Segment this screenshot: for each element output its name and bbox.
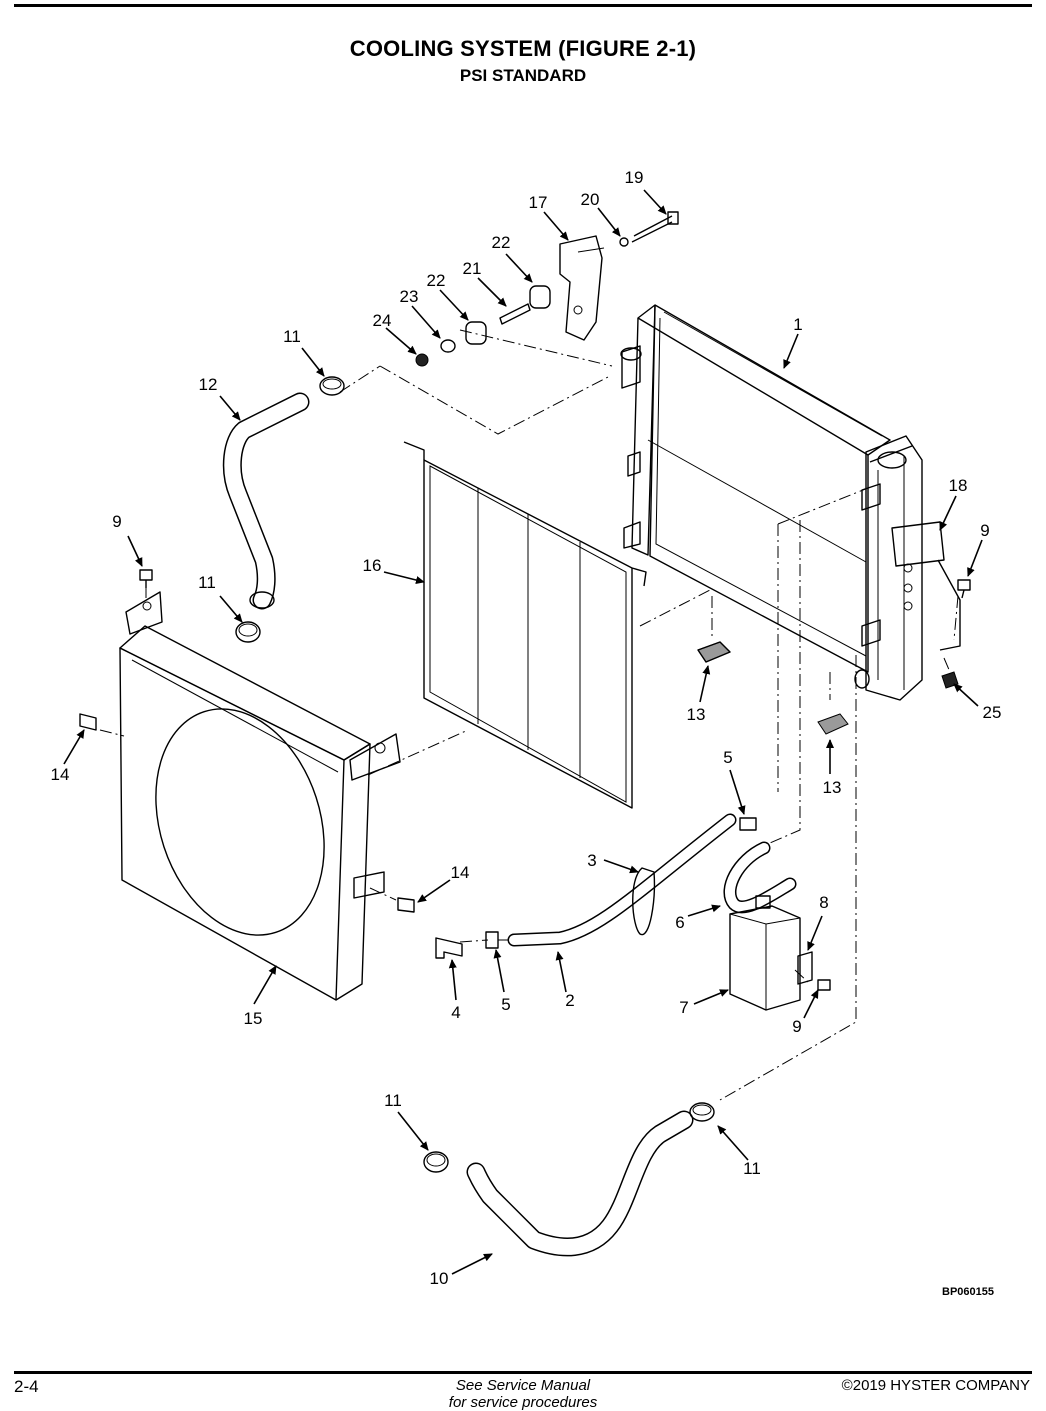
foam-pad-14-b	[397, 897, 415, 913]
copyright: ©2019 HYSTER COMPANY	[841, 1377, 1030, 1394]
assembly-lines	[99, 329, 959, 1101]
top-rule	[14, 4, 1032, 7]
fitting-5-lower	[485, 931, 499, 949]
callout-2: 2	[565, 991, 574, 1010]
bolt-9-c	[817, 979, 831, 991]
page-subtitle: PSI STANDARD	[459, 66, 587, 85]
callout-23: 23	[400, 287, 419, 306]
radiator	[620, 304, 961, 701]
callout-labels: 1 2 3 4 5 5 6 7 8 9 9 9 10 11 11 11 11 1…	[51, 168, 1002, 1288]
fitting-5-upper	[739, 817, 757, 831]
callout-9-tank: 9	[792, 1017, 801, 1036]
page-title: COOLING SYSTEM (FIGURE 2-1)	[349, 36, 697, 61]
callout-25: 25	[983, 703, 1002, 722]
callout-leaders	[63, 189, 983, 1275]
upper-radiator-hose	[222, 392, 310, 610]
callout-12: 12	[199, 375, 218, 394]
overflow-hose	[507, 813, 737, 947]
callout-1: 1	[793, 315, 802, 334]
foam-pad-14-a	[79, 713, 97, 731]
coolant-recovery-tank	[729, 895, 813, 1011]
bottom-rule	[14, 1371, 1032, 1374]
radiator-screen	[403, 441, 647, 809]
hose-clamp-11-d	[689, 1102, 715, 1122]
hose-clamp-11-a	[319, 376, 345, 396]
callout-7: 7	[679, 998, 688, 1017]
lower-radiator-hose	[466, 1110, 694, 1257]
callout-5-upper: 5	[723, 748, 732, 767]
fan-shroud	[119, 591, 401, 1001]
callout-14-right: 14	[451, 863, 470, 882]
callout-8: 8	[819, 893, 828, 912]
hose-clamp-11-c	[423, 1151, 449, 1173]
callout-14-left: 14	[51, 765, 70, 784]
callout-21: 21	[463, 259, 482, 278]
mount-pad-13-b	[817, 713, 849, 735]
footer-note-line2: for service procedures	[448, 1394, 598, 1411]
mount-pad-13-a	[697, 641, 731, 663]
callout-22-lower: 22	[427, 271, 446, 290]
mounting-bracket	[559, 235, 605, 341]
callout-11-lower-right: 11	[743, 1159, 761, 1178]
callout-24: 24	[373, 311, 392, 330]
tank-hose	[723, 841, 797, 914]
callout-4: 4	[451, 1003, 460, 1022]
callout-11-lower-left: 11	[384, 1091, 402, 1110]
callout-5-lower: 5	[501, 995, 510, 1014]
figure-code: BP060155	[942, 1286, 994, 1298]
callout-19: 19	[625, 168, 644, 187]
callout-9-right: 9	[980, 521, 989, 540]
callout-13-right: 13	[823, 778, 842, 797]
callout-13-left: 13	[687, 705, 706, 724]
footer-note-line1: See Service Manual	[455, 1377, 591, 1394]
callout-3: 3	[587, 851, 596, 870]
hose-clamp-11-b	[235, 621, 261, 643]
mount-hardware	[415, 211, 679, 367]
callout-22-upper: 22	[492, 233, 511, 252]
callout-17: 17	[529, 193, 548, 212]
callout-20: 20	[581, 190, 600, 209]
hose-clamp-3	[632, 867, 656, 936]
fitting-4	[435, 937, 463, 959]
callout-11-upper: 11	[283, 327, 301, 346]
callout-6: 6	[675, 913, 684, 932]
callout-10: 10	[430, 1269, 449, 1288]
callout-9-left: 9	[112, 512, 121, 531]
bolt-9-a	[139, 569, 153, 588]
callout-11-mid: 11	[198, 573, 216, 592]
callout-16: 16	[363, 556, 382, 575]
bolt-9-b	[957, 579, 971, 599]
page-number: 2-4	[14, 1377, 39, 1396]
callout-18: 18	[949, 476, 968, 495]
callout-15: 15	[244, 1009, 263, 1028]
